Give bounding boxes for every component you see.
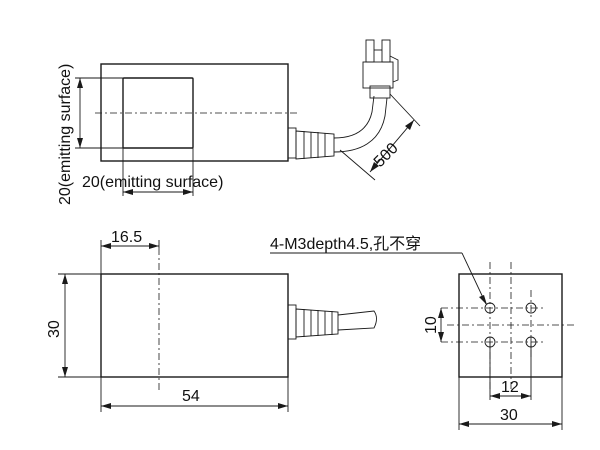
top-view: 500 20(emitting surface) 20(emitting sur…: [57, 39, 421, 205]
hole-note-leader: [270, 252, 487, 305]
front-view-body: [100, 273, 289, 378]
emitting-width-label: 20(emitting surface): [82, 174, 223, 191]
end-view-body: [458, 273, 563, 378]
top-view-body: [100, 63, 289, 162]
length-label: 54: [182, 388, 200, 405]
front-cable-strain-relief: [287, 304, 339, 340]
cable-lower-edge: [333, 97, 388, 153]
front-view: 16.5 30 54: [46, 229, 377, 412]
offset-label: 16.5: [111, 229, 142, 246]
emitting-height-dimension: [75, 77, 123, 149]
height-dimension: [58, 273, 101, 378]
front-cable: [337, 310, 377, 331]
width-label: 30: [500, 407, 518, 424]
offset-dimension: [100, 240, 160, 274]
hole-pitch-horizontal-label: 12: [501, 379, 519, 396]
hole-pitch-vertical-dimension: [438, 308, 444, 342]
connector: [362, 39, 399, 99]
hole-top-left: [484, 302, 496, 314]
hole-pitch-vertical-label: 10: [423, 316, 440, 334]
cable-upper-edge: [333, 95, 375, 139]
hole-top-right: [525, 302, 537, 314]
cable-strain-relief: [287, 127, 335, 160]
emitting-height-label: 20(emitting surface): [57, 64, 74, 205]
emitting-width-dimension: [122, 148, 194, 196]
emitting-surface: [122, 77, 194, 149]
height-label: 30: [46, 320, 63, 338]
length-dimension: [100, 377, 289, 412]
width-dimension: [458, 377, 563, 430]
hole-pitch-horizontal-dimension: [489, 342, 532, 400]
end-view: 4-M3depth4.5,孔不穿 10 12 30: [270, 235, 575, 430]
hole-note: 4-M3depth4.5,孔不穿: [270, 235, 421, 253]
cable-length-dimension: [339, 93, 421, 181]
